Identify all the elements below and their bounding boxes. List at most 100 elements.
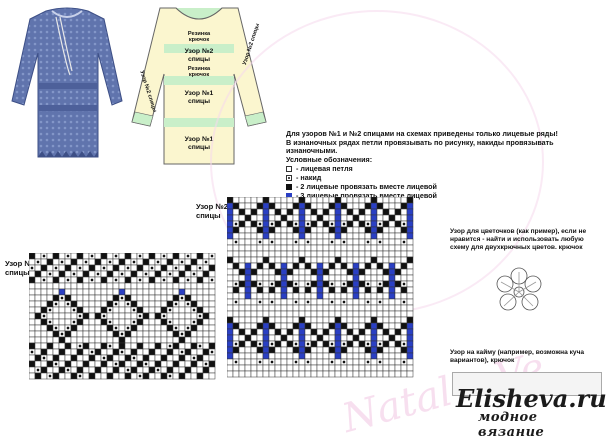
yarn-over-mark <box>180 260 184 264</box>
k2tog-cell <box>64 342 72 350</box>
yarn-over-mark <box>258 342 262 346</box>
knit-cell <box>388 238 396 246</box>
knit-cell <box>262 304 270 312</box>
k2tog-cell <box>268 322 276 330</box>
knit-cell <box>106 276 114 284</box>
knit-cell <box>28 294 36 302</box>
knit-cell <box>388 208 396 216</box>
k3tog-cell <box>316 286 324 294</box>
k2tog-cell <box>226 256 234 264</box>
yarn-over-mark <box>306 222 310 226</box>
knit-cell <box>82 294 90 302</box>
k2tog-cell <box>124 372 132 380</box>
k3tog-cell <box>262 340 270 348</box>
k2tog-cell <box>304 346 312 354</box>
knit-cell <box>82 282 90 290</box>
knit-cell <box>256 232 264 240</box>
k2tog-cell <box>304 202 312 210</box>
knit-cell <box>358 358 366 366</box>
yarn-over-mark <box>96 272 100 276</box>
k2tog-cell <box>394 268 402 276</box>
k2tog-cell <box>292 322 300 330</box>
knit-cell <box>376 250 384 258</box>
knit-cell <box>34 294 42 302</box>
knit-cell <box>172 258 180 266</box>
k3tog-cell <box>406 226 414 234</box>
knit-cell <box>280 322 288 330</box>
knit-cell <box>394 196 402 204</box>
knit-cell <box>82 366 90 374</box>
knit-cell <box>208 270 216 278</box>
knit-cell <box>286 322 294 330</box>
yarn-over-mark <box>138 314 142 318</box>
knit-cell <box>178 264 186 272</box>
knit-cell <box>238 358 246 366</box>
k2tog-cell <box>292 262 300 270</box>
schematic-pattern2-label: Узор №2 <box>184 48 214 55</box>
knit-cell <box>184 342 192 350</box>
knit-cell <box>328 292 336 300</box>
knit-cell <box>244 238 252 246</box>
knit-cell <box>40 288 48 296</box>
k2tog-cell <box>406 196 414 204</box>
yarn-over-mark <box>42 314 46 318</box>
knit-cell <box>364 214 372 222</box>
k3tog-cell <box>370 214 378 222</box>
knit-cell <box>310 358 318 366</box>
knit-cell <box>226 298 234 306</box>
k2tog-cell <box>328 322 336 330</box>
knit-cell <box>400 328 408 336</box>
knit-cell <box>292 328 300 336</box>
knit-cell <box>88 330 96 338</box>
knit-cell <box>352 316 360 324</box>
instruction-line-2: В изнаночных рядах петли провязывать по … <box>286 137 554 156</box>
knit-cell <box>406 286 414 294</box>
knit-cell <box>364 250 372 258</box>
yarn-over-mark <box>174 326 178 330</box>
knit-cell <box>202 336 210 344</box>
knit-cell <box>100 258 108 266</box>
knit-cell <box>280 310 288 318</box>
knit-cell <box>94 372 102 380</box>
k2tog-cell <box>40 318 48 326</box>
yarn-over-mark <box>258 240 262 244</box>
k2tog-cell <box>292 202 300 210</box>
knit-cell <box>34 276 42 284</box>
knit-cell <box>46 282 54 290</box>
yarn-over-mark <box>330 240 334 244</box>
knit-cell <box>160 366 168 374</box>
knit-cell <box>232 208 240 216</box>
knit-cell <box>316 220 324 228</box>
knit-cell <box>346 250 354 258</box>
knit-cell <box>340 310 348 318</box>
knit-cell <box>142 306 150 314</box>
k3tog-cell <box>226 202 234 210</box>
knit-cell <box>148 330 156 338</box>
k3tog-cell <box>406 346 414 354</box>
knit-cell <box>304 316 312 324</box>
knit-cell <box>400 370 408 378</box>
k2tog-cell <box>148 276 156 284</box>
knit-cell <box>196 324 204 332</box>
knit-cell <box>40 300 48 308</box>
knit-cell <box>406 304 414 312</box>
yarn-over-mark <box>198 266 202 270</box>
knit-cell <box>382 238 390 246</box>
yarn-over-mark <box>342 282 346 286</box>
knit-cell <box>310 196 318 204</box>
knit-cell <box>274 196 282 204</box>
knit-cell <box>400 208 408 216</box>
knit-cell <box>136 366 144 374</box>
k3tog-cell <box>334 322 342 330</box>
knit-cell <box>208 300 216 308</box>
knit-cell <box>358 298 366 306</box>
k2tog-cell <box>232 322 240 330</box>
knit-cell <box>232 316 240 324</box>
knit-cell <box>340 250 348 258</box>
knit-cell <box>208 324 216 332</box>
knit-cell <box>322 364 330 372</box>
knit-cell <box>250 244 258 252</box>
k2tog-cell <box>28 276 36 284</box>
knit-cell <box>70 252 78 260</box>
knit-cell <box>100 294 108 302</box>
